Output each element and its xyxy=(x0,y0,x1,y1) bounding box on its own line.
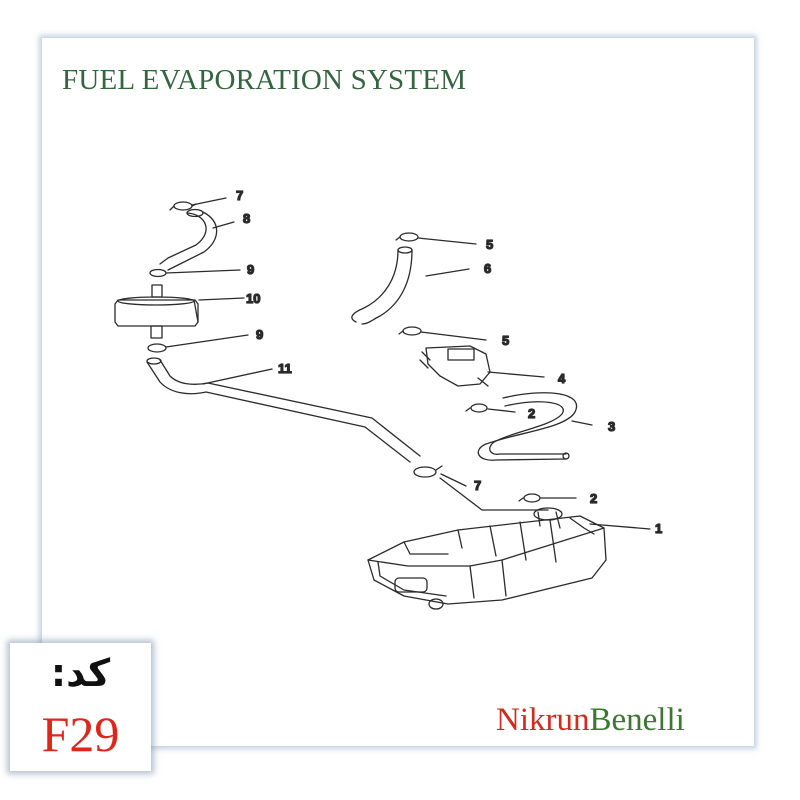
part-code-box: کد: F29 xyxy=(10,643,151,771)
callout-9-upper: 9 xyxy=(247,262,254,277)
callout-10: 10 xyxy=(246,291,260,306)
diagram-card xyxy=(42,38,754,746)
valve-4 xyxy=(419,345,545,387)
callout-1: 1 xyxy=(655,521,662,536)
canister-1 xyxy=(367,507,651,610)
hose-11 xyxy=(146,357,421,463)
callout-7-top: 7 xyxy=(236,188,243,203)
brand-part-1: Nikrun xyxy=(496,702,590,738)
callout-11: 11 xyxy=(278,361,292,376)
hose-3 xyxy=(477,392,593,461)
clamp-7-top xyxy=(169,197,227,211)
callout-2-lower: 2 xyxy=(590,491,597,506)
callout-3: 3 xyxy=(608,419,615,434)
clamp-5-lower xyxy=(398,326,487,341)
clamp-2-mid xyxy=(465,403,516,413)
filter-10 xyxy=(114,284,245,339)
clamp-9-lower xyxy=(147,334,249,353)
callout-5-lower: 5 xyxy=(502,333,509,348)
clamp-2-lower xyxy=(518,493,577,503)
clamp-9-upper xyxy=(149,268,241,278)
callout-9-lower: 9 xyxy=(256,327,263,342)
callout-8: 8 xyxy=(243,211,250,226)
callout-7-lower: 7 xyxy=(474,478,481,493)
clamp-7-lower xyxy=(413,465,549,511)
code-value: F29 xyxy=(41,706,120,762)
brand-part-2: Benelli xyxy=(589,702,685,738)
callout-5-upper: 5 xyxy=(486,237,493,252)
clamp-5-upper xyxy=(395,232,477,245)
hose-6 xyxy=(351,246,470,325)
code-label: کد: xyxy=(50,651,111,695)
hose-8 xyxy=(159,208,235,271)
page-title: FUEL EVAPORATION SYSTEM xyxy=(62,64,467,96)
callout-6: 6 xyxy=(484,261,491,276)
callout-2-mid: 2 xyxy=(528,406,535,421)
brand-logo-text: NikrunBenelli xyxy=(496,702,685,739)
callout-4: 4 xyxy=(558,371,566,386)
